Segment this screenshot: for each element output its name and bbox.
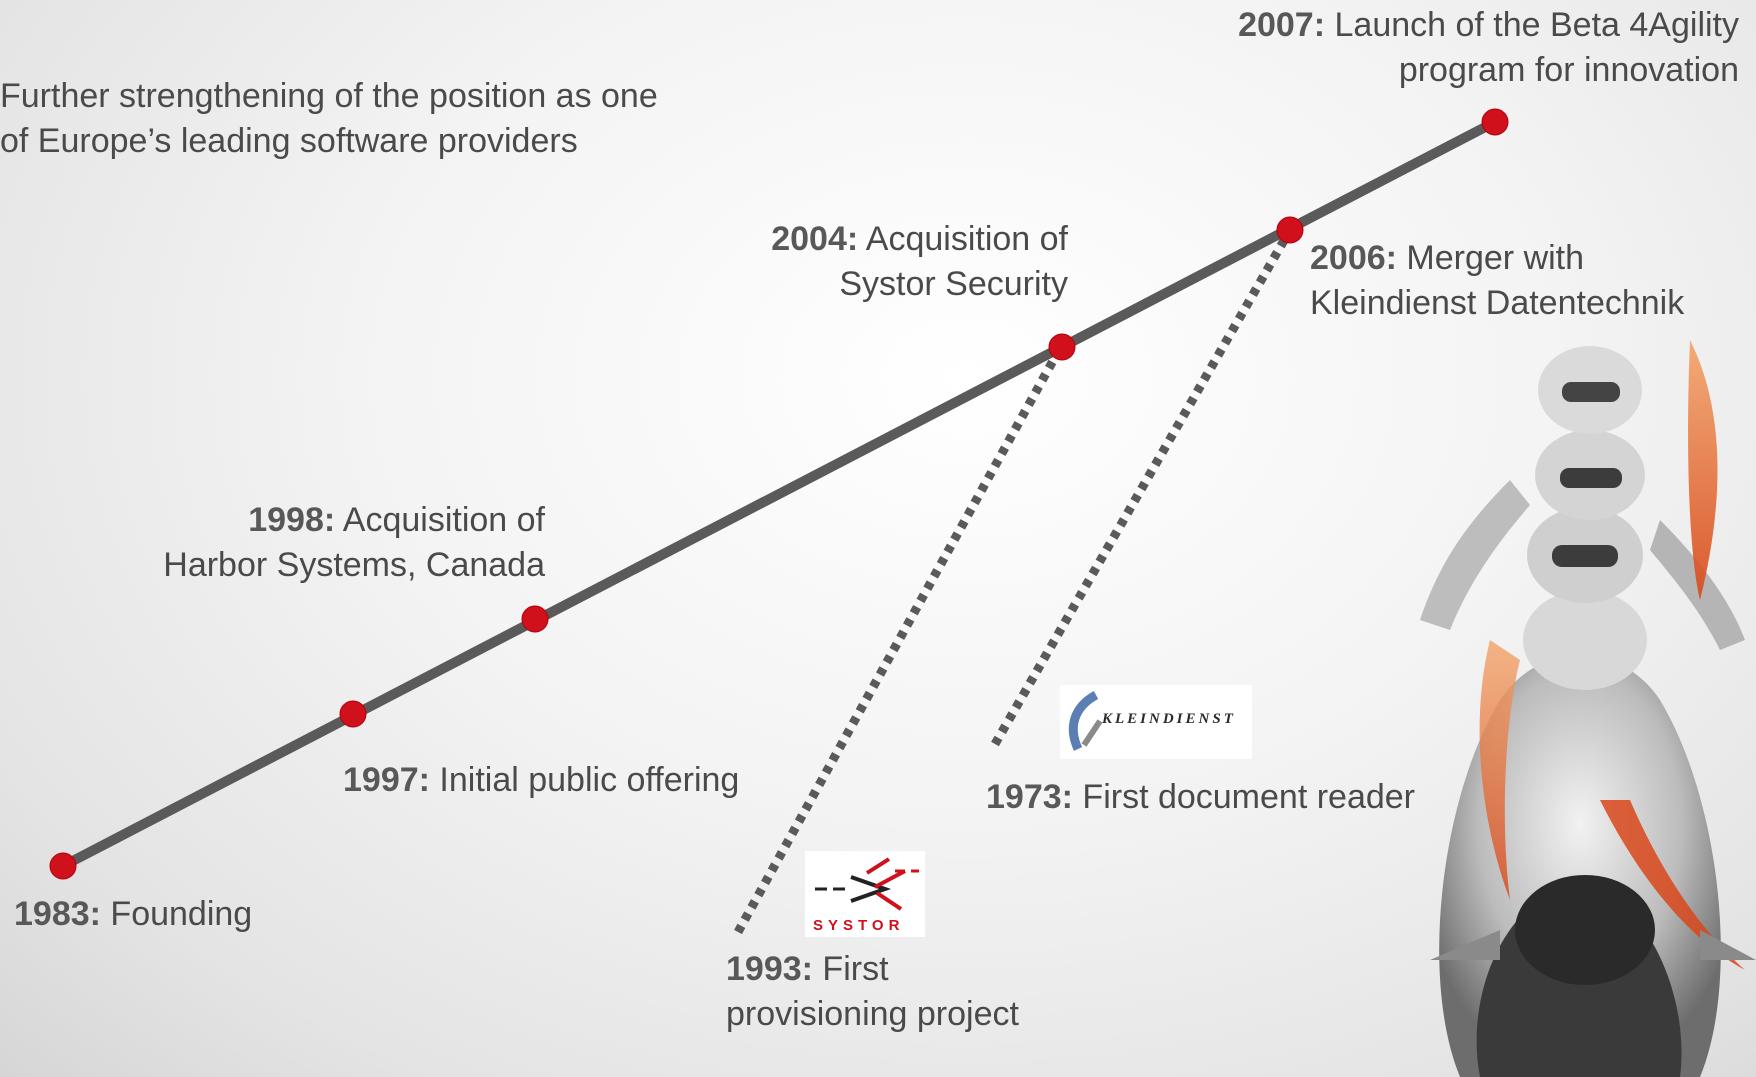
branch-label-1973: 1973: First document reader bbox=[986, 775, 1415, 820]
branch-text-1973: First document reader bbox=[1082, 778, 1416, 816]
branch-text-1993-line2: provisioning project bbox=[726, 995, 1019, 1033]
milestone-dot-1983 bbox=[49, 852, 77, 880]
milestone-label-2007: 2007: Launch of the Beta 4Agility progra… bbox=[1238, 3, 1739, 93]
milestone-dot-1998 bbox=[521, 605, 549, 633]
kleindienst-mark-icon bbox=[1068, 691, 1103, 751]
milestone-dot-2006 bbox=[1276, 216, 1304, 244]
milestone-year-1998: 1998: bbox=[248, 501, 336, 539]
bobsled-image bbox=[1420, 340, 1756, 1077]
kleindienst-logo-text: KLEINDIENST bbox=[1102, 711, 1236, 727]
milestone-label-1997: 1997: Initial public offering bbox=[343, 758, 739, 803]
milestone-text-1983: Founding bbox=[110, 895, 253, 933]
branch-text-1993: First bbox=[822, 950, 889, 988]
milestone-text-1997: Initial public offering bbox=[439, 761, 740, 799]
future-label: Further strengthening of the position as… bbox=[0, 74, 658, 164]
branch-label-1993: 1993: First provisioning project bbox=[726, 947, 1019, 1037]
milestone-text-2007: Launch of the Beta 4Agility bbox=[1334, 6, 1740, 44]
branch-year-1993: 1993: bbox=[726, 950, 813, 988]
milestone-dot-2007 bbox=[1481, 108, 1509, 136]
milestone-dot-2004 bbox=[1048, 333, 1076, 361]
milestone-text-2004-line2: Systor Security bbox=[839, 265, 1068, 303]
milestone-year-2007: 2007: bbox=[1238, 6, 1326, 44]
systor-logo-text: SYSTOR bbox=[813, 917, 905, 934]
milestone-text-2006: Merger with bbox=[1406, 239, 1585, 277]
systor-logo: SYSTOR bbox=[805, 851, 925, 937]
milestone-dot-1997 bbox=[339, 700, 367, 728]
milestone-year-1997: 1997: bbox=[343, 761, 430, 799]
milestone-text-2004: Acquisition of bbox=[865, 220, 1068, 258]
milestone-text-2006-line2: Kleindienst Datentechnik bbox=[1310, 284, 1685, 322]
milestone-text-1998-line2: Harbor Systems, Canada bbox=[163, 546, 545, 584]
future-line1: Further strengthening of the position as… bbox=[0, 77, 658, 115]
milestone-label-1998: 1998: Acquisition of Harbor Systems, Can… bbox=[163, 498, 545, 588]
future-line2: of Europe’s leading software providers bbox=[0, 122, 578, 160]
milestone-year-2004: 2004: bbox=[771, 220, 859, 258]
kleindienst-logo: KLEINDIENST bbox=[1060, 685, 1252, 759]
branch-year-1973: 1973: bbox=[986, 778, 1073, 816]
milestone-label-1983: 1983: Founding bbox=[14, 892, 252, 937]
branch-line-kleindienst bbox=[991, 227, 1294, 747]
milestone-label-2006: 2006: Merger with Kleindienst Datentechn… bbox=[1310, 236, 1684, 326]
main-timeline-line bbox=[58, 117, 1500, 871]
milestone-year-1983: 1983: bbox=[14, 895, 101, 933]
milestone-year-2006: 2006: bbox=[1310, 239, 1397, 277]
milestone-text-1998: Acquisition of bbox=[342, 501, 545, 539]
systor-arrow-icon bbox=[815, 857, 919, 911]
milestone-text-2007-line2: program for innovation bbox=[1398, 51, 1739, 89]
milestone-label-2004: 2004: Acquisition of Systor Security bbox=[771, 217, 1068, 307]
